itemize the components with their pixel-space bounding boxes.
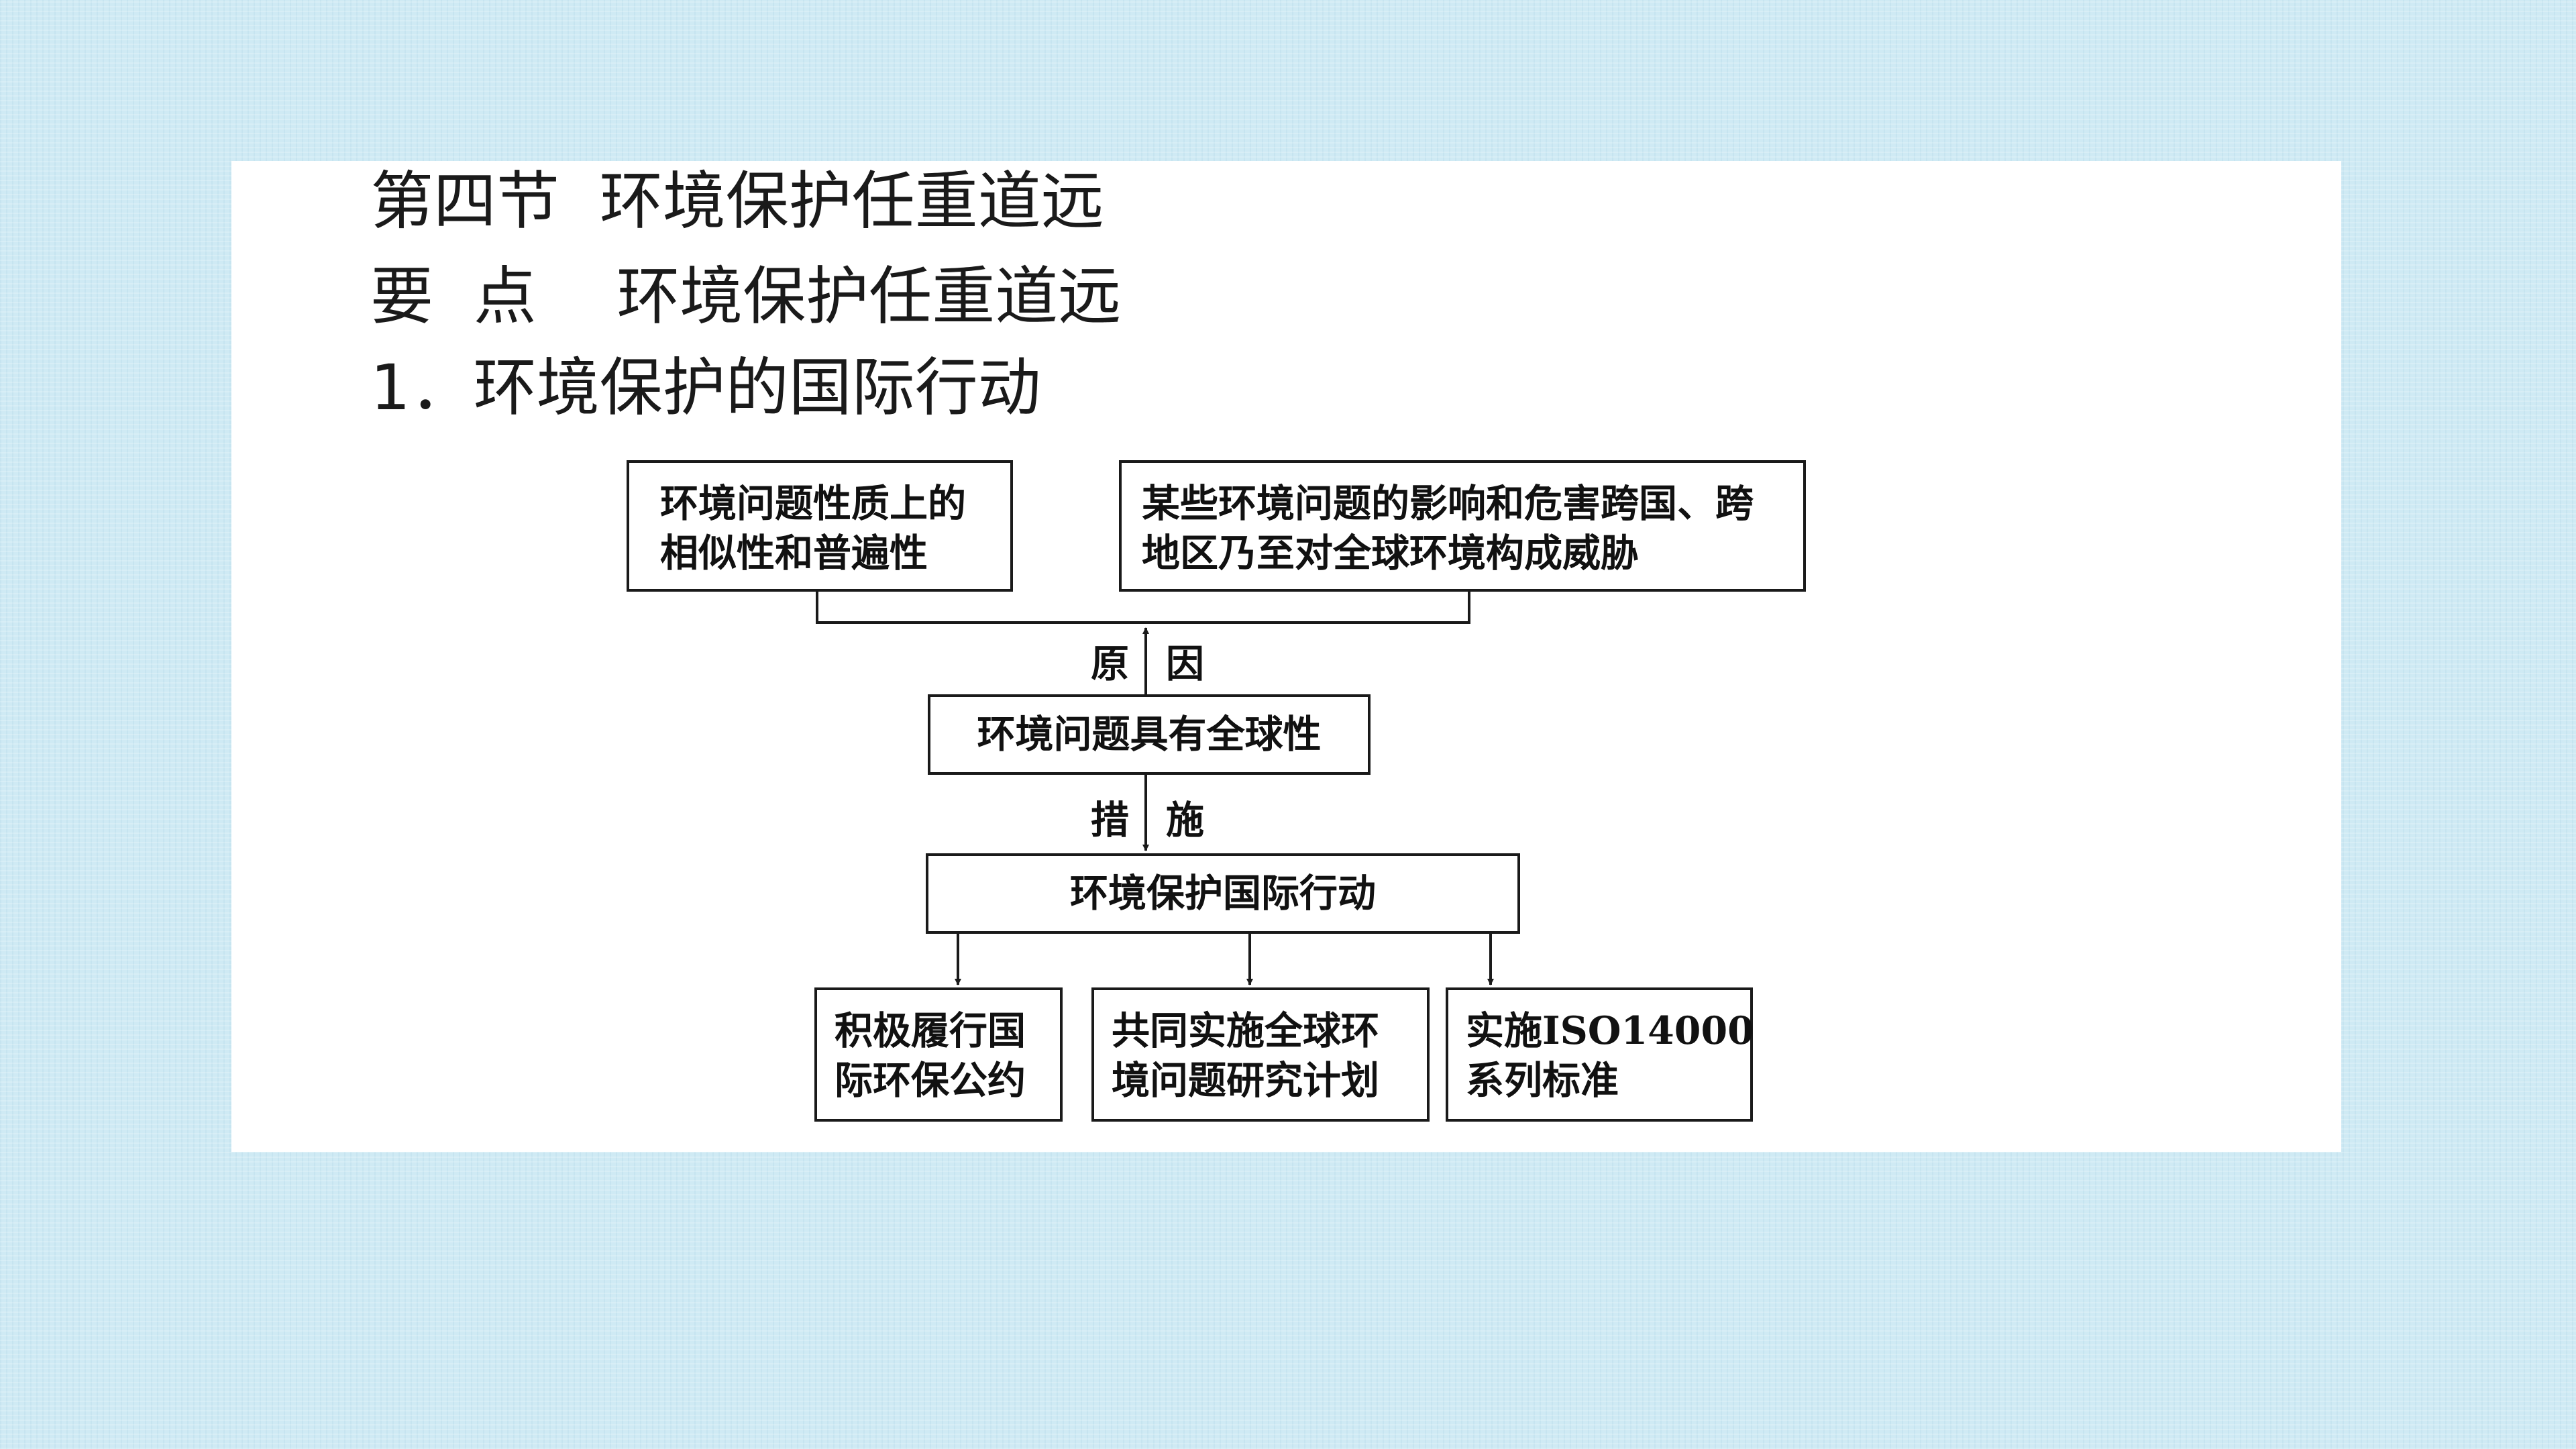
- outcome-box-1-line-2: 际环保公约: [835, 1058, 1026, 1103]
- outcome-box-2-line-1: 共同实施全球环: [1112, 1008, 1379, 1053]
- outcome-box-3-line-2: 系列标准: [1466, 1058, 1619, 1103]
- section-title: 第四节 环境保护任重道远: [370, 165, 1104, 238]
- reason-bracket: [816, 590, 1470, 624]
- outcome-box-conventions: 积极履行国 际环保公约: [814, 987, 1063, 1122]
- outcome-box-2-line-2: 境问题研究计划: [1112, 1058, 1379, 1103]
- reason-box-2-line-1: 某些环境问题的影响和危害跨国、跨: [1142, 481, 1754, 526]
- international-action-box: 环境保护国际行动: [926, 853, 1520, 934]
- reason-box-transboundary: 某些环境问题的影响和危害跨国、跨 地区乃至对全球环境构成威胁: [1119, 460, 1806, 592]
- outcome-box-research: 共同实施全球环 境问题研究计划: [1091, 987, 1430, 1122]
- measure-label-right: 施: [1166, 798, 1204, 843]
- content-panel: [231, 161, 2341, 1152]
- reason-box-similarity: 环境问题性质上的 相似性和普遍性: [627, 460, 1013, 592]
- outcome-box-iso: 实施ISO14000 系列标准: [1446, 987, 1754, 1122]
- outcome-box-3-line-1: 实施ISO14000: [1466, 1008, 1754, 1053]
- international-action-label: 环境保护国际行动: [1070, 871, 1376, 916]
- reason-box-2-line-2: 地区乃至对全球环境构成威胁: [1142, 531, 1639, 576]
- global-nature-box: 环境问题具有全球性: [928, 694, 1371, 775]
- key-point-heading: 要 点 环境保护任重道远: [370, 260, 1122, 333]
- reason-label-left: 原: [1091, 641, 1129, 686]
- global-nature-label: 环境问题具有全球性: [977, 712, 1322, 757]
- reason-box-1-line-1: 环境问题性质上的: [660, 481, 966, 526]
- reason-box-1-line-2: 相似性和普遍性: [660, 531, 928, 576]
- item-1-heading: 1．环境保护的国际行动: [370, 352, 1041, 425]
- outcome-box-1-line-1: 积极履行国: [835, 1008, 1026, 1053]
- reason-label-right: 因: [1166, 641, 1204, 686]
- measure-label-left: 措: [1091, 798, 1129, 843]
